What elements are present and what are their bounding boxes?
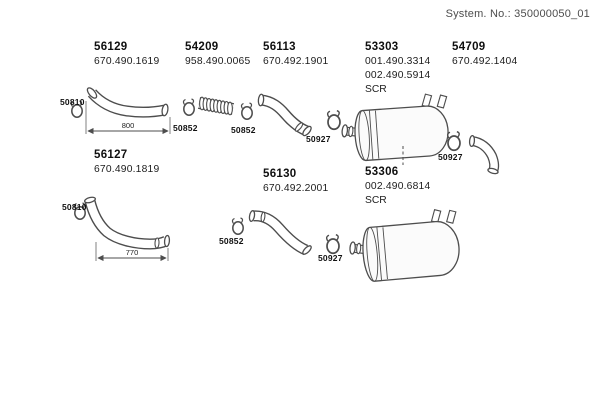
clamp-50852-drawing: [182, 98, 195, 116]
pipe-56127-drawing: [84, 196, 171, 250]
dimension-value-770: 770: [125, 248, 139, 257]
clamp-50927-drawing: [446, 130, 461, 152]
part-code: 958.490.0065: [185, 56, 251, 67]
part-label-54209: 54209 958.490.0065: [185, 41, 250, 68]
clamp-50927-drawing: [325, 233, 340, 255]
scr-tag: SCR: [365, 195, 387, 206]
part-number: 53303: [365, 41, 399, 53]
part-number: 56130: [263, 168, 297, 180]
part-label-53306: 53306 002.490.6814 SCR: [365, 166, 430, 207]
callout-50927: 50927: [306, 134, 331, 144]
part-code: 670.490.1619: [94, 56, 160, 67]
callout-50852: 50852: [173, 123, 198, 133]
part-number: 54209: [185, 41, 219, 53]
dimension-line-800: [85, 101, 171, 135]
part-number: 56127: [94, 149, 128, 161]
clamp-50927-drawing: [326, 109, 341, 131]
callout-50852: 50852: [219, 236, 244, 246]
muffler-53303-drawing: [341, 93, 449, 162]
pipe-56113-drawing: [257, 93, 312, 137]
part-code: 670.490.1819: [94, 164, 160, 175]
callout-50810: 50810: [60, 97, 85, 107]
part-code: 002.490.5914: [365, 70, 431, 81]
part-number: 56113: [263, 41, 296, 53]
callout-50810: 50810: [62, 202, 87, 212]
callout-50852: 50852: [231, 125, 256, 135]
callout-50927: 50927: [318, 253, 343, 263]
callout-50927: 50927: [438, 152, 463, 162]
part-code: 670.492.1404: [452, 56, 518, 67]
part-code: 001.490.3314: [365, 56, 431, 67]
part-number: 54709: [452, 41, 486, 53]
pipe-56130-drawing: [248, 210, 312, 256]
part-label-56127: 56127 670.490.1819: [94, 149, 159, 176]
scr-tag: SCR: [365, 84, 387, 95]
part-label-56129: 56129 670.490.1619: [94, 41, 159, 68]
part-number: 53306: [365, 166, 399, 178]
part-label-56130: 56130 670.492.2001: [263, 168, 328, 195]
part-code: 670.492.2001: [263, 183, 329, 194]
pipe-54709-drawing: [468, 134, 500, 175]
flex-pipe-54209-drawing: [197, 96, 235, 116]
part-number: 56129: [94, 41, 128, 53]
pipe-56129-drawing: [86, 87, 169, 118]
part-code: 670.492.1901: [263, 56, 329, 67]
dimension-line-770: [95, 242, 169, 262]
part-code: 002.490.6814: [365, 181, 431, 192]
muffler-53306-drawing: [349, 209, 460, 282]
part-label-56113: 56113 670.492.1901: [263, 41, 328, 68]
part-label-53303: 53303 001.490.3314 002.490.5914 SCR: [365, 41, 430, 96]
clamp-50852-drawing: [240, 102, 253, 120]
clamp-50852-drawing: [231, 217, 244, 235]
part-label-54709: 54709 670.492.1404: [452, 41, 517, 68]
dimension-value-800: 800: [121, 121, 135, 130]
system-number-label: System. No.: 350000050_01: [445, 8, 590, 20]
